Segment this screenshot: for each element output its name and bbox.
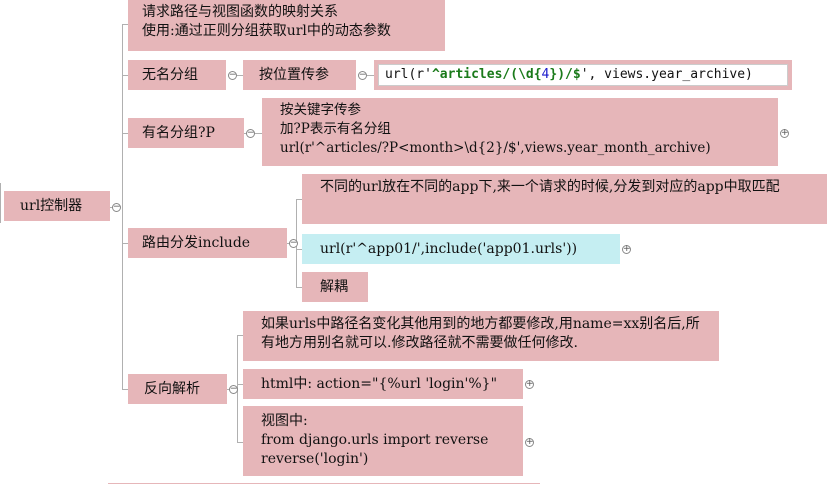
positional-args-label: 按位置传参 [259, 67, 329, 83]
main-branch-line [122, 24, 123, 389]
code-regex-c: 4 [541, 67, 550, 82]
keyword-args-text: 按关键字传参 加?P表示有名分组 url(r'^articles/?P<mont… [280, 102, 711, 156]
unnamed-group-node[interactable]: 无名分组 [128, 60, 226, 90]
include-connector-1 [296, 199, 302, 200]
reverse-html-node[interactable]: html中: action="{%url 'login'%}" [243, 369, 523, 399]
keyword-args-node[interactable]: 按关键字传参 加?P表示有名分组 url(r'^articles/?P<mont… [262, 98, 778, 166]
decouple-node[interactable]: 解耦 [302, 272, 368, 302]
connector-include [122, 243, 128, 244]
reverse-html-expand-toggle[interactable]: + [525, 379, 534, 389]
code-prefix: url(r' [385, 67, 432, 82]
positional-collapse-toggle[interactable]: − [358, 70, 367, 80]
reverse-node[interactable]: 反向解析 [128, 374, 227, 404]
intro-text: 请求路径与视图函数的映射关系 使用:通过正则分组获取url中的动态参数 [142, 4, 391, 39]
include-code-node[interactable]: url(r'^app01/',include('app01.urls')) [302, 234, 620, 264]
unnamed-group-label: 无名分组 [142, 67, 198, 83]
include-node[interactable]: 路由分发include [128, 228, 287, 258]
include-code-text: url(r'^app01/',include('app01.urls')) [320, 241, 578, 257]
reverse-view-node[interactable]: 视图中: from django.urls import reverse rev… [243, 406, 523, 476]
unnamed-code-snippet: url(r'^articles/(\d{4})/$', views.year_a… [378, 64, 788, 86]
reverse-view-expand-toggle[interactable]: + [525, 437, 534, 447]
named-expand-toggle[interactable]: + [780, 128, 789, 138]
include-connector-2 [296, 249, 302, 250]
include-label: 路由分发include [142, 235, 251, 251]
code-regex-d: })/$ [549, 67, 581, 82]
reverse-collapse-toggle[interactable]: − [229, 384, 238, 394]
include-desc-node[interactable]: 不同的url放在不同的app下,来一个请求的时候,分发到对应的app中取匹配 [302, 174, 827, 224]
decouple-label: 解耦 [320, 279, 348, 295]
connector-reverse [122, 389, 128, 390]
root-node[interactable]: url控制器 [4, 191, 110, 221]
positional-args-node[interactable]: 按位置传参 [243, 60, 356, 90]
bottom-rule [108, 483, 540, 484]
root-collapse-toggle[interactable]: − [112, 202, 121, 212]
include-code-expand-toggle[interactable]: + [622, 244, 631, 254]
connector-unnamed [122, 75, 128, 76]
named-collapse-toggle[interactable]: − [246, 128, 255, 138]
include-desc-text: 不同的url放在不同的app下,来一个请求的时候,分发到对应的app中取匹配 [320, 179, 780, 195]
unnamed-collapse-toggle[interactable]: − [228, 70, 237, 80]
reverse-connector-2 [237, 384, 243, 385]
unnamed-code-frame[interactable]: url(r'^articles/(\d{4})/$', views.year_a… [374, 60, 792, 90]
left-edge-line [0, 183, 1, 223]
reverse-view-text: 视图中: from django.urls import reverse rev… [261, 413, 489, 467]
named-group-label: 有名分组?P [142, 125, 215, 141]
reverse-connector-1 [237, 335, 243, 336]
reverse-label: 反向解析 [144, 381, 200, 397]
code-regex-b: \d{ [518, 67, 542, 82]
root-label: url控制器 [20, 198, 83, 214]
reverse-desc-text: 如果urls中路径名变化其他用到的地方都要修改,用name=xx别名后,所有地方… [261, 316, 700, 351]
include-connector-3 [296, 287, 302, 288]
connector-intro [122, 24, 128, 25]
named-group-node[interactable]: 有名分组?P [128, 118, 244, 148]
reverse-connector-3 [237, 442, 243, 443]
connector-named [122, 133, 128, 134]
code-suffix: ', views.year_archive) [580, 67, 753, 82]
reverse-desc-node[interactable]: 如果urls中路径名变化其他用到的地方都要修改,用name=xx别名后,所有地方… [243, 311, 719, 361]
reverse-html-text: html中: action="{%url 'login'%}" [261, 376, 498, 392]
intro-node[interactable]: 请求路径与视图函数的映射关系 使用:通过正则分组获取url中的动态参数 [128, 0, 445, 51]
include-collapse-toggle[interactable]: − [289, 238, 298, 248]
code-regex-a: ^articles/( [431, 67, 519, 82]
